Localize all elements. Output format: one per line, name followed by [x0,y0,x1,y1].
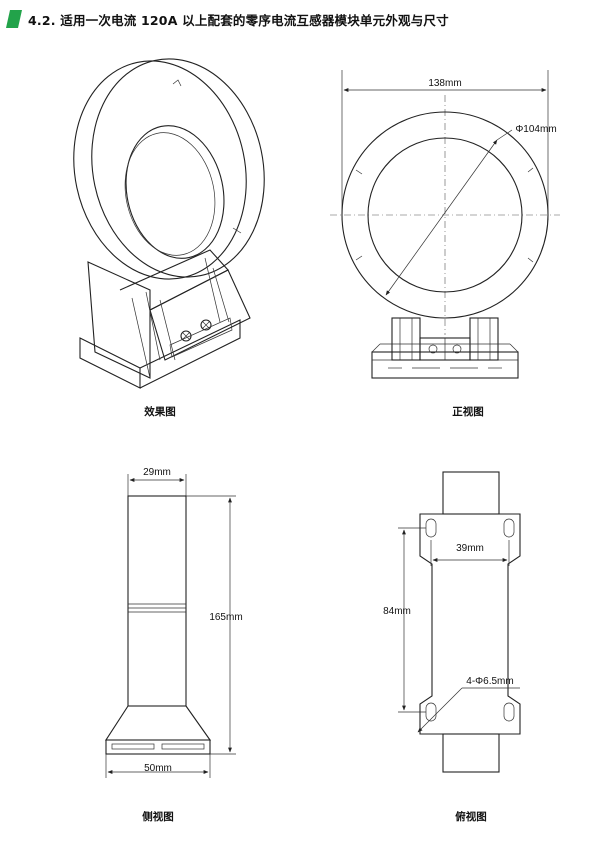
side-caption: 侧视图 [142,810,174,823]
side-height-label: 165mm [209,612,242,623]
top-hole-label: 4-Φ6.5mm [466,676,513,687]
side-view [104,474,236,778]
perspective-view [73,58,265,389]
green-badge-icon [6,10,22,28]
front-width-label: 138mm [428,78,461,89]
top-view [398,471,521,773]
top-caption: 俯视图 [455,810,487,823]
front-diameter-label: Φ104mm [515,124,556,135]
perspective-caption: 效果图 [144,405,176,418]
side-base-width-label: 50mm [144,763,172,774]
front-caption: 正视图 [452,405,484,418]
top-height-label: 84mm [383,606,411,617]
top-inner-width-label: 39mm [456,543,484,554]
section-title: 4.2. 适用一次电流 120A 以上配套的零序电流互感器模块单元外观与尺寸 [28,12,449,28]
side-top-width-label: 29mm [143,467,171,478]
front-view [330,70,560,379]
section-header: 4.2. 适用一次电流 120A 以上配套的零序电流互感器模块单元外观与尺寸 [6,8,449,30]
